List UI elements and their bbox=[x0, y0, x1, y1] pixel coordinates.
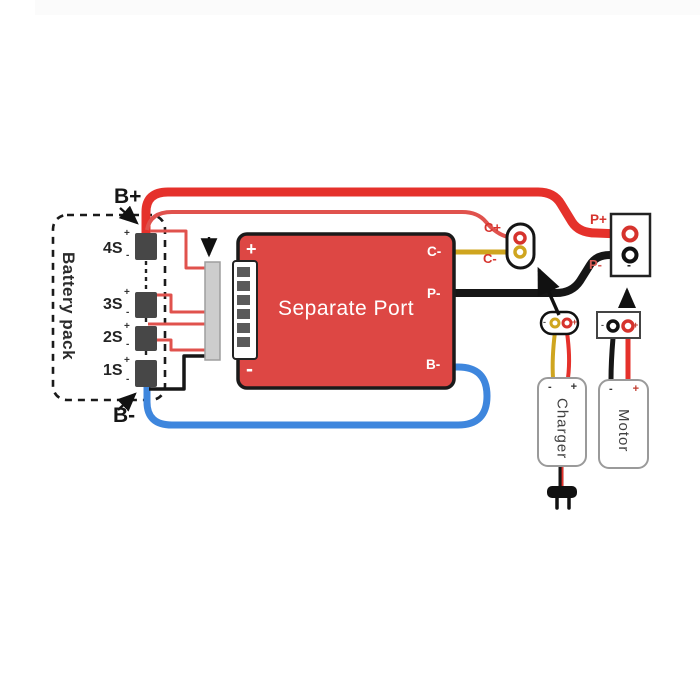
board-terminal-p-minus: P- bbox=[427, 286, 441, 301]
motor-box: - + Motor bbox=[598, 379, 649, 469]
wire-b-plus-to-p-plus bbox=[141, 187, 625, 247]
cell-label-4s: 4S bbox=[103, 240, 123, 257]
cell-4s-minus-mark: - bbox=[126, 250, 130, 261]
discharge-port-connector bbox=[609, 212, 652, 278]
motor-minus-mark: - bbox=[609, 383, 613, 395]
b-minus-label: B- bbox=[113, 404, 136, 427]
p-minus-label: P- bbox=[589, 257, 602, 272]
battery-pack-outline bbox=[51, 213, 167, 402]
motor-connector-minus-terminal bbox=[606, 319, 620, 333]
cell-3s-minus-mark: - bbox=[126, 307, 130, 318]
wire-b-minus-blue bbox=[143, 363, 491, 429]
motor-connector-minus-mark: - bbox=[601, 320, 604, 330]
charger-connector-plus-terminal bbox=[561, 317, 573, 329]
c-minus-label: C- bbox=[483, 251, 497, 266]
discharge-port-minus-mark: - bbox=[627, 258, 631, 272]
pointer-arrows bbox=[117, 205, 637, 412]
ac-plug-prongs bbox=[555, 496, 571, 510]
p-plus-label: P+ bbox=[590, 212, 607, 227]
ac-plug-icon bbox=[547, 486, 577, 498]
cell-4s-plus-mark: + bbox=[124, 228, 130, 239]
board-terminal-c-minus: C- bbox=[427, 244, 442, 259]
charger-label: Charger bbox=[553, 398, 571, 460]
charger-wire-red bbox=[565, 331, 572, 379]
cell-2s-plus-mark: + bbox=[124, 321, 130, 332]
balance-connector-pins bbox=[237, 267, 250, 347]
balance-wire-black bbox=[149, 354, 206, 391]
motor-label: Motor bbox=[615, 409, 632, 453]
b-minus-arrow-icon bbox=[117, 392, 137, 412]
battery-cells bbox=[135, 233, 157, 387]
b-plus-arrow-icon bbox=[118, 205, 139, 225]
cell-1s-minus-mark: - bbox=[126, 374, 130, 385]
charger-minus-mark: - bbox=[548, 381, 552, 393]
c-plus-terminal bbox=[513, 231, 527, 245]
motor-plus-mark: + bbox=[632, 383, 639, 395]
board-title: Separate Port bbox=[277, 297, 415, 320]
p-minus-terminal bbox=[621, 246, 639, 264]
balance-plug-strip bbox=[204, 261, 221, 361]
cell-label-1s: 1S bbox=[103, 362, 123, 379]
charger-connector-minus-mark: - bbox=[543, 317, 546, 327]
wire-b-plus-to-c-plus bbox=[145, 210, 516, 240]
board-terminal-b-minus: B- bbox=[426, 357, 441, 372]
motor-connector-plus-terminal bbox=[621, 319, 635, 333]
p-plus-terminal bbox=[621, 225, 639, 243]
cell-3s-plus-mark: + bbox=[124, 287, 130, 298]
battery-pack-label: Battery pack bbox=[59, 252, 78, 361]
motor-wire-black bbox=[608, 337, 616, 381]
board-minus-mark: - bbox=[246, 358, 253, 381]
charger-to-port-arrow-icon bbox=[537, 266, 561, 316]
cell-label-3s: 3S bbox=[103, 296, 123, 313]
charger-plus-mark: + bbox=[570, 381, 577, 393]
c-plus-label: C+ bbox=[484, 220, 501, 235]
b-plus-label: B+ bbox=[114, 185, 142, 208]
cell-1s bbox=[135, 360, 157, 387]
charger-wire-yellow bbox=[550, 331, 557, 379]
board-plus-mark: + bbox=[246, 239, 257, 259]
charger-connector-minus-terminal bbox=[549, 317, 561, 329]
charger-connector-plus-mark: + bbox=[572, 317, 578, 327]
motor-connector-plus-mark: + bbox=[633, 320, 639, 330]
charger-box: - + Charger bbox=[537, 377, 587, 467]
cell-2s bbox=[135, 326, 157, 351]
wire-p-minus-black bbox=[452, 251, 620, 297]
c-minus-terminal bbox=[513, 245, 527, 259]
balance-wires-red bbox=[148, 229, 206, 352]
cell-1s-plus-mark: + bbox=[124, 355, 130, 366]
cell-label-2s: 2S bbox=[103, 329, 123, 346]
cell-2s-minus-mark: - bbox=[126, 339, 130, 350]
cell-4s bbox=[135, 233, 157, 260]
cell-3s bbox=[135, 292, 157, 318]
top-band bbox=[35, 0, 700, 15]
